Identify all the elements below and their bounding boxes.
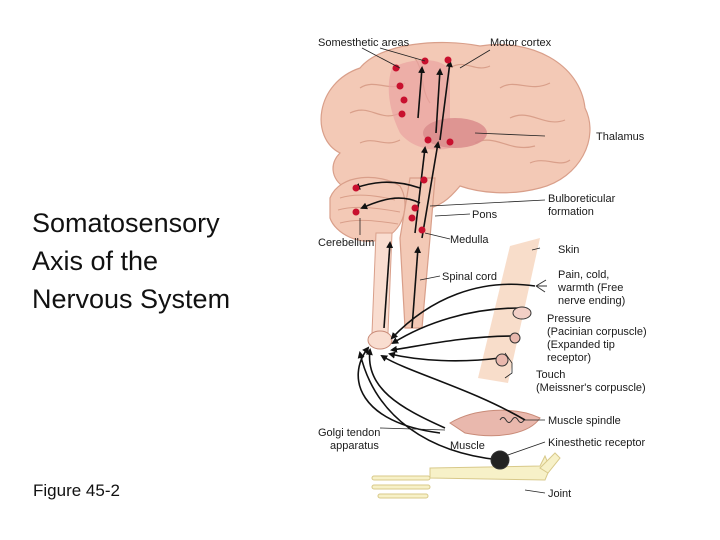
receptors — [490, 279, 547, 470]
neuron-nodes — [352, 56, 454, 234]
label-muscle-spindle: Muscle spindle — [548, 415, 621, 427]
label-pressure-2: (Pacinian corpuscle) — [547, 326, 647, 338]
label-bulboreticular-2: formation — [548, 206, 594, 218]
free-nerve-ending — [535, 279, 547, 293]
label-golgi-2: apparatus — [330, 440, 379, 452]
muscle-shape — [449, 409, 541, 437]
title-line-1: Somatosensory — [32, 208, 220, 238]
title-line-3: Nervous System — [32, 284, 231, 314]
muscle-spindle-coil — [499, 417, 525, 423]
label-muscle: Muscle — [450, 440, 485, 452]
label-bulboreticular-1: Bulboreticular — [548, 193, 616, 205]
cerebellum — [329, 176, 406, 242]
label-touch-2: (Meissner's corpuscle) — [536, 382, 646, 394]
somatosensory-diagram: Somesthetic areas Motor cortex Thalamus … — [318, 37, 647, 500]
label-kinesthetic-receptor: Kinesthetic receptor — [548, 437, 646, 449]
slide-title: Somatosensory Axis of the Nervous System — [32, 204, 292, 318]
title-line-2: Axis of the — [32, 246, 159, 276]
label-pressure-4: receptor) — [547, 352, 591, 364]
label-pons: Pons — [472, 209, 498, 221]
nerve-pathways — [353, 60, 536, 461]
label-pain-1: Pain, cold, — [558, 269, 609, 281]
brain — [320, 41, 591, 213]
expanded-tip-receptor — [509, 332, 521, 344]
label-pain-2: warmth (Free — [557, 282, 623, 294]
leader-lines — [359, 47, 546, 494]
label-medulla: Medulla — [450, 234, 489, 246]
label-cerebellum: Cerebellum — [318, 237, 374, 249]
kinesthetic-receptor-cluster — [490, 450, 510, 470]
label-touch-1: Touch — [536, 369, 565, 381]
label-golgi-1: Golgi tendon — [318, 427, 380, 439]
label-motor-cortex: Motor cortex — [490, 37, 552, 49]
label-pressure-3: (Expanded tip — [547, 339, 615, 351]
label-skin: Skin — [558, 244, 579, 256]
label-joint: Joint — [548, 488, 571, 500]
label-pressure-1: Pressure — [547, 313, 591, 325]
pacinian-corpuscle — [512, 306, 532, 320]
label-thalamus: Thalamus — [596, 131, 645, 143]
label-spinal-cord: Spinal cord — [442, 271, 497, 283]
arm-bones — [371, 452, 561, 499]
thalamus-region — [423, 118, 487, 148]
skin-strip — [478, 238, 540, 383]
label-pain-3: nerve ending) — [558, 295, 625, 307]
spinal-segment — [367, 330, 393, 350]
label-somesthetic-areas: Somesthetic areas — [318, 37, 410, 49]
figure-caption: Figure 45-2 — [33, 481, 120, 500]
figure-labels: Somesthetic areas Motor cortex Thalamus … — [318, 37, 647, 500]
meissner-corpuscle — [495, 353, 509, 367]
